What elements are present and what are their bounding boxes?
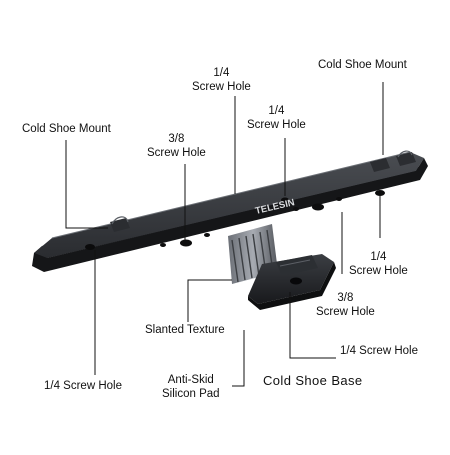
screw-hole-14-center — [281, 197, 289, 203]
callout-slanted-texture: Slanted Texture — [145, 324, 225, 336]
callout-screw-38-left: 3/8 Screw Hole — [147, 133, 206, 159]
callout-screw-14-top-b: 1/4 Screw Hole — [247, 105, 306, 131]
cold-shoe-base — [248, 254, 336, 310]
callout-screw-14-right: 1/4 Screw Hole — [349, 251, 408, 277]
screw-hole-38-left — [180, 239, 192, 247]
screw-hole-left — [85, 244, 95, 250]
callout-screw-14-top-a: 1/4 Screw Hole — [192, 67, 251, 93]
callout-anti-skid-pad: Anti-Skid Silicon Pad — [162, 374, 220, 400]
callout-screw-38-right: 3/8 Screw Hole — [316, 292, 375, 318]
screw-hole-38-right — [312, 203, 324, 211]
callout-screw-14-base: 1/4 Screw Hole — [340, 345, 418, 357]
callout-cold-shoe-base: Cold Shoe Base — [263, 373, 363, 388]
mounting-bar — [32, 150, 428, 272]
callout-screw-14-bottom-left: 1/4 Screw Hole — [44, 380, 122, 392]
screw-hole-14-right — [375, 190, 385, 196]
callout-cold-shoe-mount-left: Cold Shoe Mount — [22, 123, 111, 135]
screw-hole-base — [290, 277, 302, 285]
callout-lines — [65, 82, 384, 387]
callout-cold-shoe-mount-right: Cold Shoe Mount — [318, 59, 407, 71]
